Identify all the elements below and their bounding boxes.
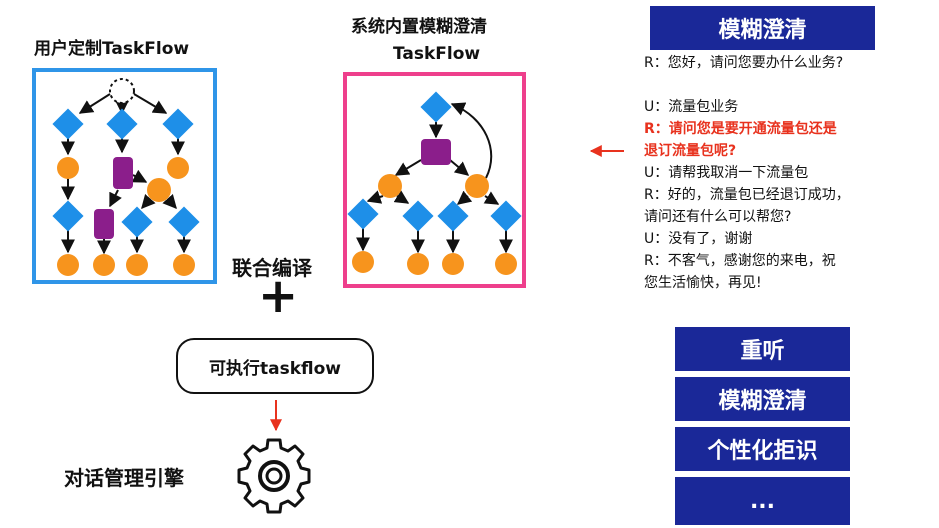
circle-node (57, 157, 79, 179)
dialog-line (644, 74, 904, 96)
start-node-dashed (109, 78, 135, 104)
user-taskflow-frame (32, 68, 217, 284)
circle-node (407, 253, 429, 275)
joint-compile-label: 联合编译 (232, 256, 312, 280)
circle-node (378, 174, 402, 198)
diamond-node (162, 108, 194, 140)
system-taskflow-title-line2: TaskFlow (393, 44, 481, 64)
dialog-line: U：流量包业务 (644, 99, 739, 115)
plus-sign: + (258, 268, 299, 324)
diamond-node (121, 206, 153, 238)
dialog-line: 退订流量包呢? (644, 143, 737, 159)
clarify-header: 模糊澄清 (650, 6, 875, 50)
dialog-line: 您生活愉快，再见! (644, 275, 762, 291)
circle-node (465, 174, 489, 198)
circle-node (57, 254, 79, 276)
diamond-node (490, 200, 522, 232)
dialog-engine-label: 对话管理引擎 (64, 466, 184, 490)
circle-node (126, 254, 148, 276)
feature-replay: 重听 (675, 327, 850, 371)
dialog-line: R：好的，流量包已经退订成功， (644, 187, 850, 203)
dialog-line: U：请帮我取消一下流量包 (644, 165, 809, 181)
system-taskflow-frame (343, 72, 526, 288)
dialog-transcript: R：您好，请问您要办什么业务? U：流量包业务 R：请问您是要开通流量包还是退订流量… (644, 52, 904, 294)
dialog-line: R：不客气，感谢您的来电，祝 (644, 253, 836, 269)
diamond-node (52, 108, 84, 140)
diamond-node (106, 108, 138, 140)
dialog-line: U：没有了，谢谢 (644, 231, 753, 247)
square-node (421, 139, 451, 165)
circle-node (442, 253, 464, 275)
dialog-line: 请问还有什么可以帮您? (644, 209, 792, 225)
executable-taskflow-label: 可执行taskflow (208, 358, 341, 379)
circle-node (495, 253, 517, 275)
feature-more: ... (675, 477, 850, 525)
system-taskflow-title-line1: 系统内置模糊澄清 (351, 17, 487, 37)
diamond-node (52, 200, 84, 232)
feature-personalized-rejection: 个性化拒识 (675, 427, 850, 471)
diamond-node (402, 200, 434, 232)
user-taskflow-title: 用户定制TaskFlow (34, 39, 190, 59)
gear-icon (237, 438, 311, 514)
diamond-node (347, 198, 379, 230)
circle-node (352, 251, 374, 273)
circle-node (167, 157, 189, 179)
square-node (94, 209, 114, 239)
dialog-line: R：请问您是要开通流量包还是 (644, 121, 837, 137)
square-node (113, 157, 133, 189)
circle-node (173, 254, 195, 276)
feature-clarify: 模糊澄清 (675, 377, 850, 421)
circle-node (147, 178, 171, 202)
dialog-line: R：您好，请问您要办什么业务? (644, 55, 844, 71)
diamond-node (168, 206, 200, 238)
diamond-node (420, 91, 452, 123)
circle-node (93, 254, 115, 276)
executable-taskflow-box: 可执行taskflow (176, 338, 374, 394)
diamond-node (437, 200, 469, 232)
